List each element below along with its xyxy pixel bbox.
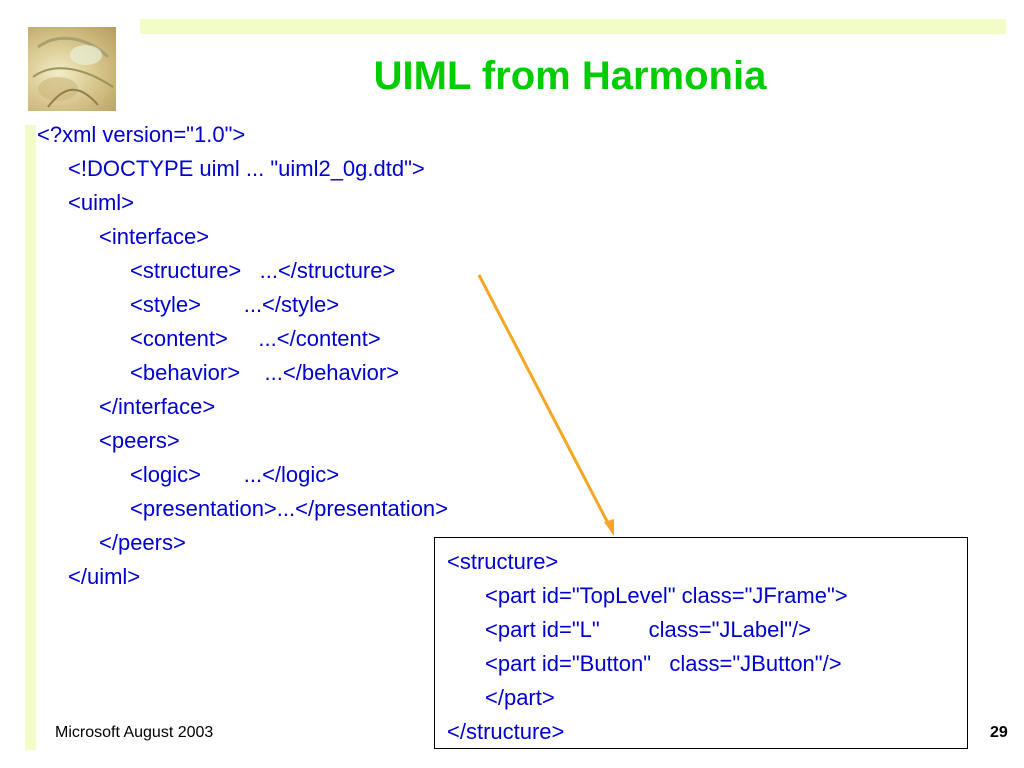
code-line: <peers> (99, 428, 180, 453)
code-line: <interface> (99, 224, 210, 249)
code-line: </peers> (99, 530, 186, 555)
arrow-line (477, 274, 612, 528)
detail-line: </part> (485, 685, 555, 710)
slide-title: UIML from Harmonia (373, 54, 767, 98)
arrow-head (604, 519, 614, 536)
code-line: <!DOCTYPE uiml ... "uiml2_0g.dtd"> (68, 156, 425, 181)
code-line: </uiml> (68, 564, 141, 589)
harmonia-logo-image (28, 27, 116, 111)
code-line: <content> ...</content> (130, 326, 381, 351)
code-line: <uiml> (68, 190, 135, 215)
detail-line: <part id="TopLevel" class="JFrame"> (485, 583, 848, 608)
structure-detail-box: <structure> <part id="TopLevel" class="J… (434, 537, 968, 749)
code-line: <style> ...</style> (130, 292, 340, 317)
detail-line: <part id="Button" class="JButton"/> (485, 651, 842, 676)
detail-line: </structure> (447, 719, 565, 744)
footer-text: Microsoft August 2003 (55, 724, 214, 741)
code-line: </interface> (99, 394, 216, 419)
code-line: <logic> ...</logic> (130, 462, 340, 487)
top-decor-band (140, 19, 1006, 34)
code-line: <presentation>...</presentation> (130, 496, 449, 521)
page-number: 29 (990, 724, 1008, 741)
detail-line: <part id="L" class="JLabel"/> (485, 617, 811, 642)
code-line: <structure> ...</structure> (130, 258, 396, 283)
code-line: <behavior> ...</behavior> (130, 360, 400, 385)
code-line: <?xml version="1.0"> (37, 122, 246, 147)
detail-line: <structure> (447, 549, 559, 574)
left-decor-band (25, 125, 36, 750)
